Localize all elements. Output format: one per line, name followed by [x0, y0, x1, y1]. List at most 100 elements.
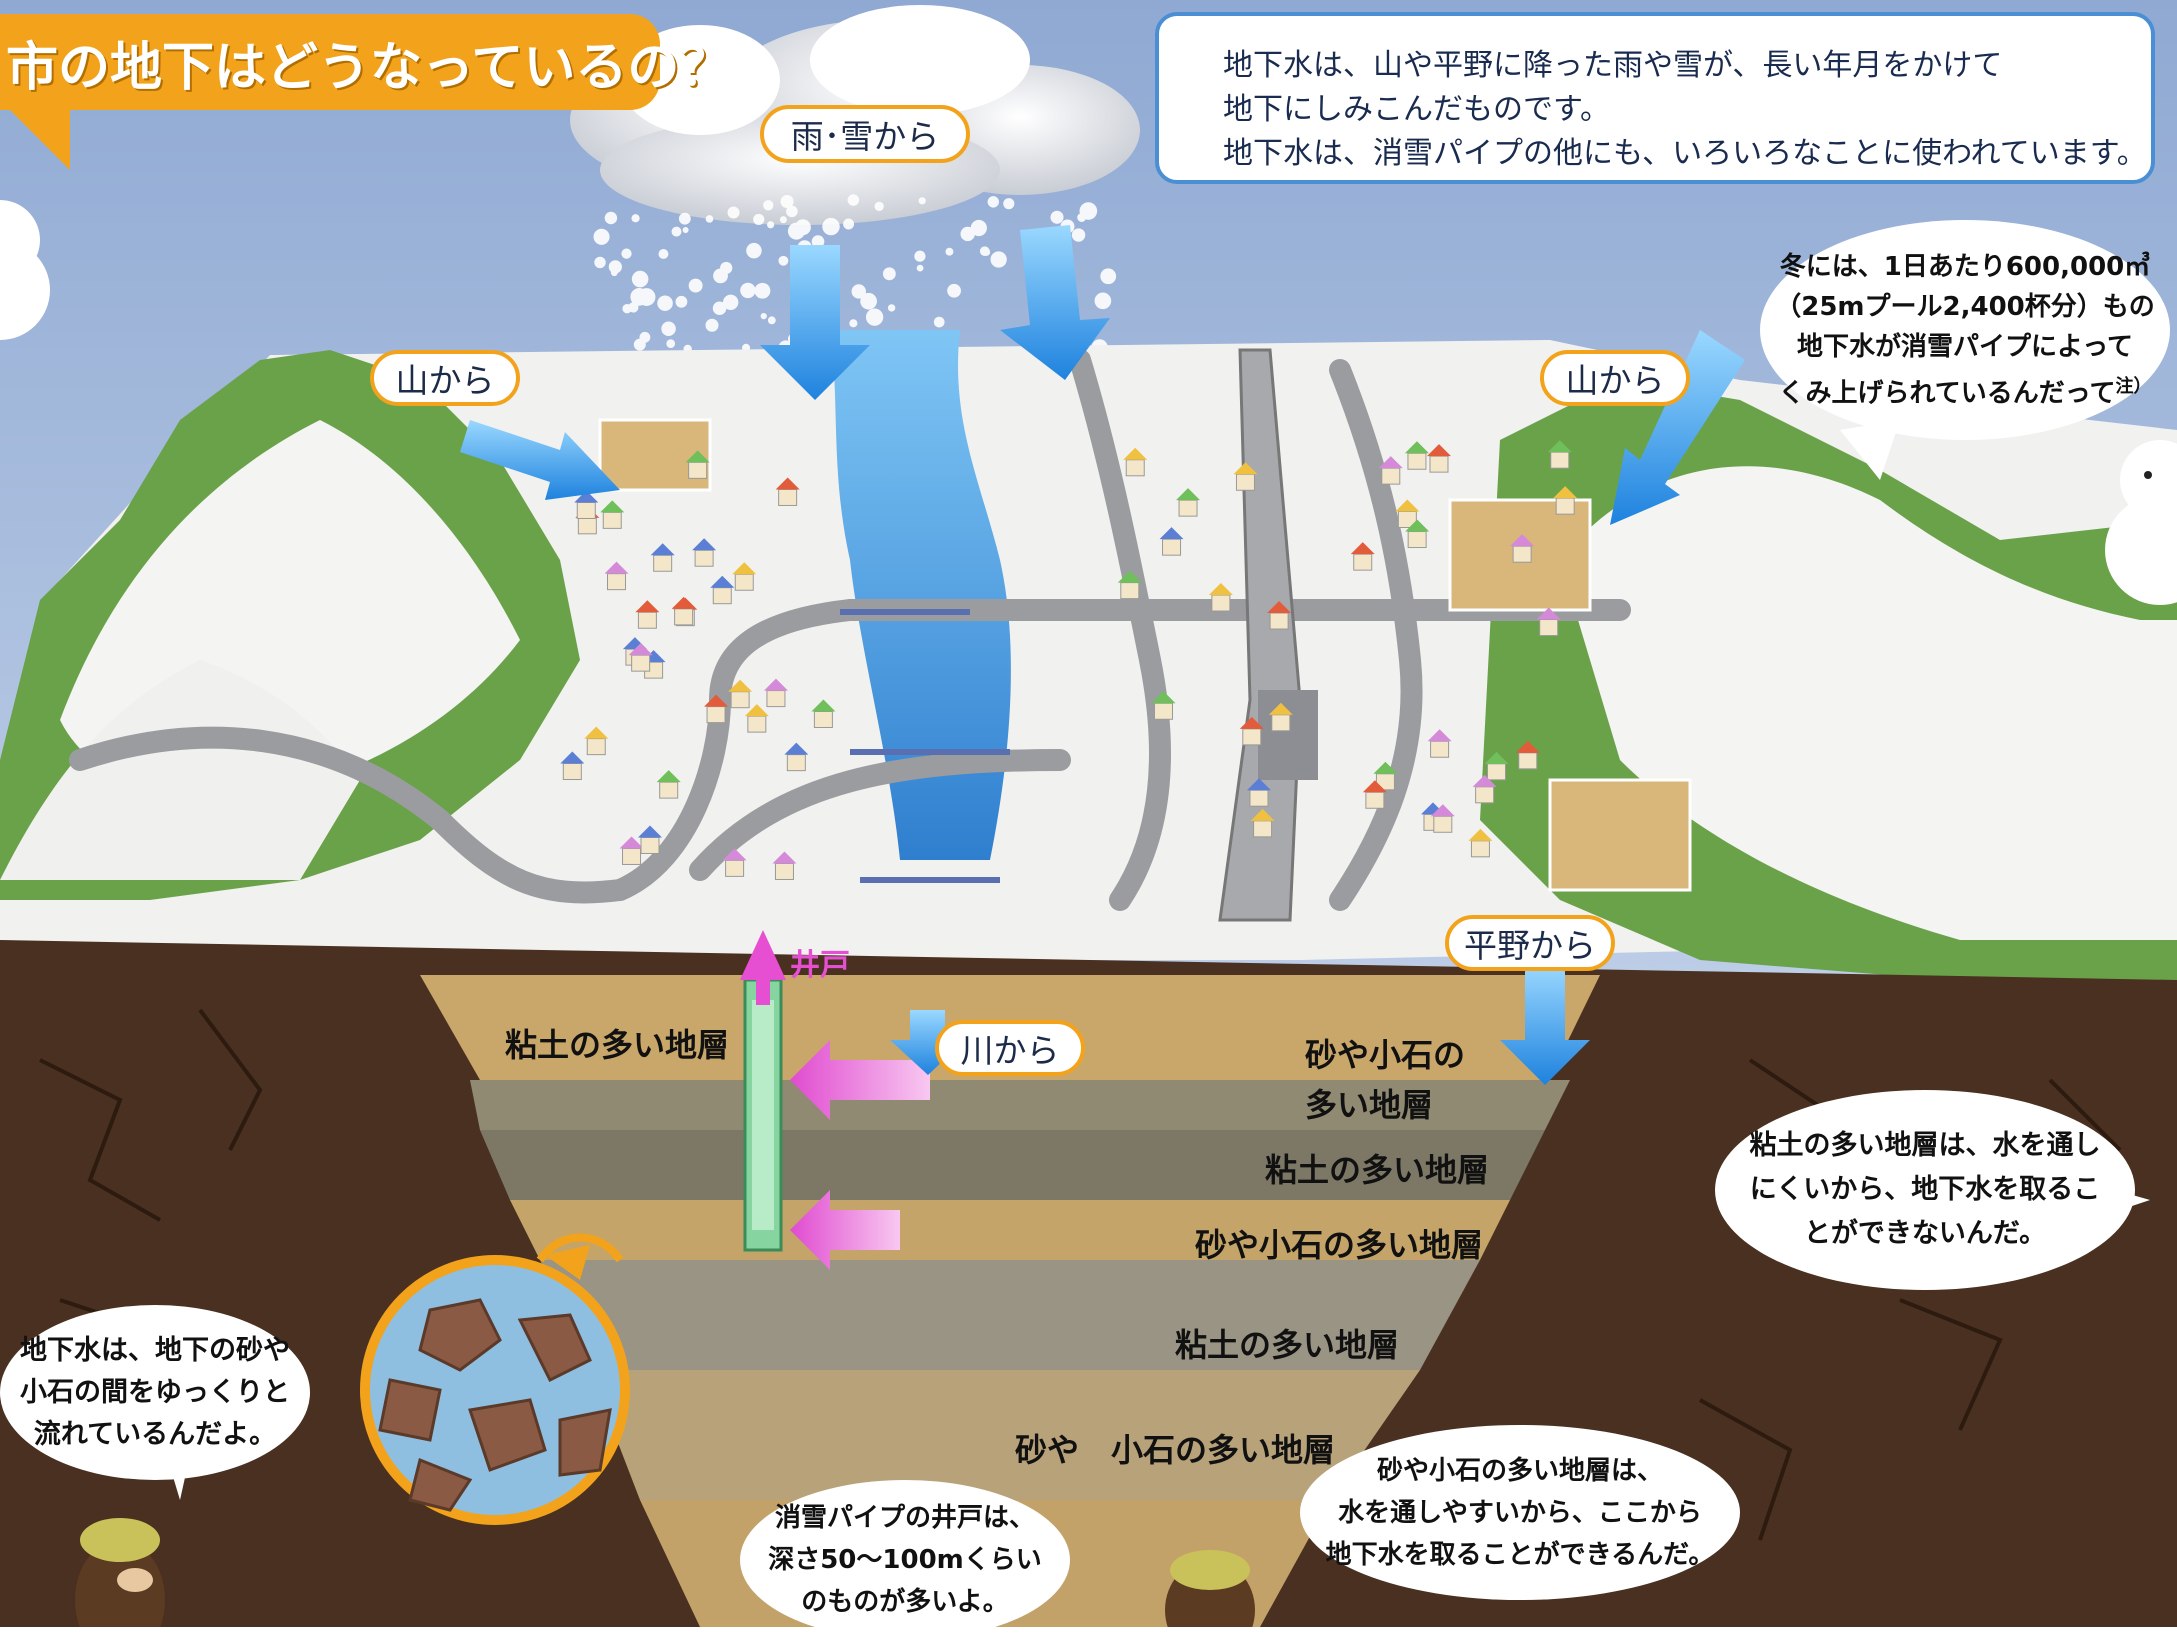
flow-line-2: 小石の間をゆっくりと: [20, 1376, 290, 1408]
snowflake: [979, 246, 990, 257]
layer-label-top-left: 粘土の多い地層: [505, 1026, 730, 1064]
house: [1176, 488, 1201, 517]
snowflake: [593, 228, 610, 245]
house: [628, 643, 653, 672]
layer-label-4: 砂や 小石の多い地層: [1015, 1431, 1336, 1469]
house: [775, 477, 800, 506]
bubble-clay-layer: 粘土の多い地層は、水を通し にくいから、地下水を取るこ とができないんだ。: [1715, 1090, 2135, 1290]
house: [1233, 462, 1258, 491]
house: [744, 704, 769, 733]
house: [1250, 808, 1275, 838]
house: [1362, 780, 1387, 809]
snowflake: [746, 242, 762, 259]
snowflake: [630, 288, 649, 306]
snowflake: [705, 318, 719, 332]
snowflake: [916, 264, 924, 272]
snowflake: [675, 295, 688, 308]
snowflake: [657, 295, 673, 311]
snowflake: [682, 227, 689, 234]
snowflake: [610, 269, 618, 277]
snowflake: [786, 205, 798, 218]
snowflake: [914, 250, 926, 262]
snowflake: [666, 339, 676, 348]
railway: [1218, 348, 1318, 922]
snowflake: [822, 217, 840, 236]
house: [1378, 456, 1403, 485]
snowflake: [851, 284, 866, 299]
house: [1472, 774, 1497, 804]
house: [1208, 583, 1233, 612]
snowflake: [1077, 213, 1087, 222]
intro-line-1: 地下水は、山や平野に降った雨や雪が、長い年月をかけて: [1223, 48, 2003, 83]
bubble-well-depth: 消雪パイプの井戸は、 深さ50～100mくらい のものが多いよ。: [740, 1480, 1070, 1640]
snowflake: [843, 218, 855, 230]
clay-line-3: とができないんだ。: [1803, 1218, 2047, 1249]
house: [1553, 486, 1578, 515]
layer-label-top-right-1: 砂や小石の: [1305, 1036, 1466, 1074]
house: [710, 575, 735, 605]
house: [1536, 607, 1561, 637]
well-pipe: [740, 930, 786, 1252]
bubble-sand-layer: 砂や小石の多い地層は、 水を通しやすいから、ここから 地下水を取ることができるん…: [1300, 1425, 1740, 1600]
snowflake: [753, 213, 765, 226]
snowflake: [754, 282, 771, 299]
winter-line-2: （25mプール2,400杯分）もの: [1775, 291, 2155, 322]
well-line-2: 深さ50～100mくらい: [768, 1545, 1042, 1575]
house: [1510, 534, 1535, 563]
house: [1484, 751, 1509, 781]
house: [1151, 691, 1176, 720]
snowflake: [661, 321, 676, 337]
snowflake: [882, 267, 896, 281]
snowflake: [631, 214, 640, 223]
title-banner-tail: [0, 100, 70, 170]
snowflake: [727, 206, 740, 219]
groundwater-flow-inset: [360, 1233, 630, 1525]
house: [692, 538, 717, 567]
title-text: 市の地下はどうなっているの？: [6, 37, 732, 98]
bubble-groundwater-flow: 地下水は、地下の砂や 小石の間をゆっくりと 流れているんだよ。: [0, 1305, 310, 1480]
house: [1123, 447, 1148, 477]
snowflake: [970, 219, 987, 237]
bubble-winter-pumping: 冬には、1日あたり600,000㎥ （25mプール2,400杯分）もの 地下水が…: [1760, 220, 2170, 440]
layer-label-top-right-2: 多い地層: [1305, 1086, 1434, 1124]
snowflake: [671, 226, 682, 237]
house: [619, 836, 644, 865]
house: [635, 600, 660, 629]
snowflake: [639, 331, 651, 343]
well-line-3: のものが多いよ。: [801, 1587, 1009, 1617]
house: [1267, 601, 1292, 630]
snowflake: [1050, 210, 1064, 224]
house: [1159, 527, 1184, 556]
snowflake: [705, 215, 714, 223]
house: [1427, 729, 1452, 758]
groundwater-inflow-arrows: [790, 1040, 930, 1270]
snowflake: [1071, 228, 1086, 242]
snowflake: [887, 304, 896, 312]
house: [1405, 519, 1430, 549]
town-buildings: [560, 440, 1578, 880]
snowflake: [767, 221, 775, 229]
snowflake: [723, 294, 739, 310]
house: [560, 751, 585, 781]
snowflake: [945, 247, 954, 256]
clay-line-1: 粘土の多い地層は、水を通し: [1749, 1130, 2101, 1161]
label-well: 井戸: [790, 948, 850, 983]
house: [1404, 441, 1429, 470]
snowflake: [1003, 198, 1015, 210]
snowflake: [947, 283, 961, 298]
label-plain: 平野から: [1445, 915, 1615, 971]
snowflake: [688, 278, 703, 293]
roads: [69, 349, 1631, 911]
house: [784, 742, 809, 772]
house: [600, 500, 625, 529]
snowflake: [874, 201, 884, 212]
snowflake: [763, 200, 774, 211]
snowflake: [811, 235, 825, 248]
snowflake: [720, 261, 733, 275]
flow-line-1: 地下水は、地下の砂や: [20, 1334, 290, 1366]
house: [1246, 778, 1271, 807]
house: [704, 694, 729, 724]
clay-line-2: にくいから、地下水を取るこ: [1749, 1174, 2101, 1205]
snowflake: [608, 260, 622, 274]
house: [1268, 702, 1293, 732]
